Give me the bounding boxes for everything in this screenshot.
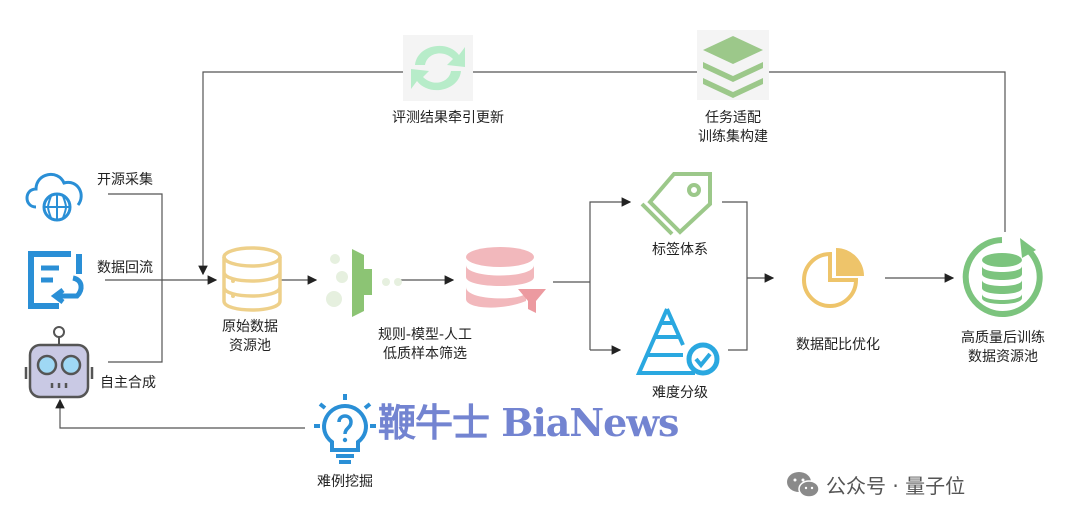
brand-credit: 公众号 · 量子位 xyxy=(786,470,965,499)
tag-label: 标签体系 xyxy=(652,242,708,258)
database-icon xyxy=(222,246,282,312)
ratio-label: 数据配比优化 xyxy=(796,337,880,353)
source-self-synthesis: 自主合成 xyxy=(100,375,156,391)
final-pool-label-1: 高质量后训练 xyxy=(961,330,1045,346)
raw-pool-label-1: 原始数据 xyxy=(222,319,278,335)
watermark: 鞭牛士 BiaNews xyxy=(378,400,679,445)
pie-chart-icon xyxy=(802,248,864,308)
refresh-database-icon xyxy=(962,237,1043,317)
pyramid-check-icon xyxy=(635,308,720,376)
lightbulb-question-icon xyxy=(314,394,376,464)
difficulty-label: 难度分级 xyxy=(652,385,708,401)
task-label-1: 任务适配 xyxy=(705,110,761,126)
source-open-collection: 开源采集 xyxy=(97,172,153,188)
eval-label: 评测结果牵引更新 xyxy=(392,110,504,126)
filter-label-2: 低质样本筛选 xyxy=(383,346,467,362)
tag-icon xyxy=(640,172,712,236)
refresh-icon xyxy=(403,35,473,101)
wechat-icon xyxy=(787,471,820,498)
raw-pool-label-2: 资源池 xyxy=(229,338,271,354)
source-data-return: 数据回流 xyxy=(97,260,153,276)
filter-label-1: 规则-模型-人工 xyxy=(377,327,473,343)
layers-icon xyxy=(697,30,769,100)
hard-example-label: 难例挖掘 xyxy=(317,474,373,490)
final-pool-label-2: 数据资源池 xyxy=(968,349,1038,365)
filter-funnel-icon xyxy=(326,249,402,317)
task-label-2: 训练集构建 xyxy=(698,129,768,145)
data-return-icon xyxy=(28,251,84,309)
database-filter-icon xyxy=(466,247,546,313)
cloud-globe-icon xyxy=(25,173,83,222)
robot-icon xyxy=(24,326,94,399)
brand-text: 公众号 · 量子位 xyxy=(826,474,966,498)
